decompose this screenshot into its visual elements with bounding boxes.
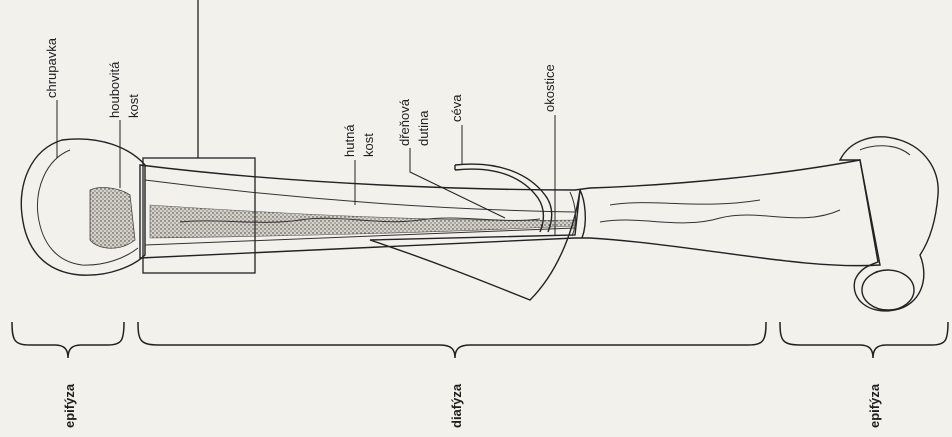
- label-hutna: hutná: [342, 124, 357, 157]
- label-chrupavka: chrupavka: [44, 37, 59, 98]
- label-dutina: dutina: [416, 110, 431, 146]
- label-kost-hutna: kost: [361, 133, 376, 157]
- label-diafyza: diafýza: [449, 383, 464, 428]
- label-drenova: dřeňová: [397, 98, 412, 146]
- brace-diafyza: [138, 322, 766, 358]
- label-kost-houbovita: kost: [126, 94, 141, 118]
- label-ceva: céva: [449, 94, 464, 122]
- brace-epifyza-right: [780, 322, 948, 358]
- label-epifyza-left: epifýza: [62, 383, 77, 428]
- label-epifyza-right: epifýza: [867, 383, 882, 428]
- brace-epifyza-left: [12, 322, 124, 358]
- label-okostice: okostice: [542, 64, 557, 112]
- periosteum-flap: [370, 190, 585, 300]
- region-labels: epifýza diafýza epifýza: [62, 383, 882, 428]
- left-epiphysis-head: [21, 139, 145, 275]
- top-labels: chrupavka houbovitá kost hutná kost dřeň…: [44, 37, 557, 157]
- region-braces: [12, 322, 948, 358]
- right-epiphysis-head: [840, 137, 938, 311]
- label-houbovita: houbovitá: [107, 61, 122, 118]
